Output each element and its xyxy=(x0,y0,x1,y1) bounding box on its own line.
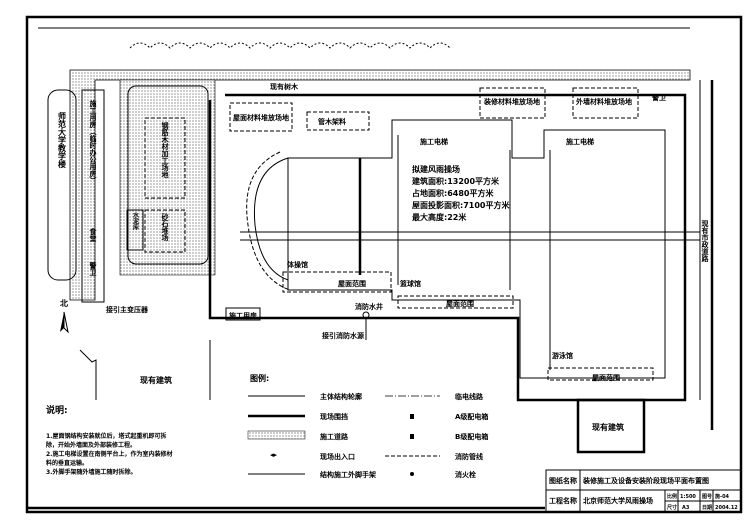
project-info-line: 占地面积:6480平方米 xyxy=(412,188,494,198)
roof-range-label-1: 屋面范围 xyxy=(338,279,366,288)
existing-building-right-label: 现有建筑 xyxy=(592,422,624,432)
decoration-material-yard xyxy=(479,87,546,119)
site-office xyxy=(225,307,261,321)
number-label: 图号 xyxy=(702,493,712,500)
title-block: 图纸名称 装修施工及设备安装阶段现场平面布置图 工程名称 北京师范大学风雨操场 … xyxy=(545,469,742,513)
gymnastics-hall-label: 体操馆 xyxy=(287,260,308,269)
project-info: 拟建风雨操场 建筑面积:13200平方米 占地面积:6480平方米 屋面投影面积… xyxy=(411,164,510,222)
guard-top-label: 警卫 xyxy=(652,93,666,102)
date-value: 2004.12 xyxy=(715,505,738,511)
existing-building-right xyxy=(576,398,646,454)
note-line: 料的垂直运输。 xyxy=(46,459,88,467)
temp-office-label: 施工用房（临时办公用房） xyxy=(89,99,98,184)
project-info-line: 拟建风雨操场 xyxy=(412,164,460,174)
roof-range-3 xyxy=(547,367,654,381)
project-info-line: 屋面投影面积:7100平方米 xyxy=(412,200,510,210)
legend-label: 临电线路 xyxy=(455,392,484,401)
project-info-line: 建筑面积:13200平方米 xyxy=(411,176,500,186)
fire-water-source-label: 接引消防水源 xyxy=(322,331,364,340)
site-office-label: 施工用房 xyxy=(229,311,257,320)
scale-value: 1:500 xyxy=(680,494,696,500)
construction-road xyxy=(69,69,691,301)
note-line: 1.屋面钢结构安装就位后，塔式起重机即可拆 xyxy=(46,432,166,440)
legend-label: 消防管线 xyxy=(455,452,483,461)
cement-store xyxy=(126,209,144,251)
facade-material-yard xyxy=(572,87,639,119)
roof-material-yard xyxy=(229,102,293,132)
gate-icon: ◂▸ xyxy=(270,451,278,459)
guard-left-label: 警卫 xyxy=(89,261,97,277)
teaching-building-label: 师范大学教学楼 xyxy=(57,111,67,169)
legend-label: 施工道路 xyxy=(320,432,349,441)
cement-store-label: 水泥库 xyxy=(132,211,139,231)
roof-range-1 xyxy=(282,271,392,293)
legend: 主体结构轮廓 现场围挡 施工道路 ◂▸ 现场出入口 结构施工外脚手架 临电线路 … xyxy=(247,392,488,479)
project-name: 北京师范大学风雨操场 xyxy=(583,496,653,505)
existing-trees-label: 现有树木 xyxy=(270,82,299,91)
legend-label: 结构施工外脚手架 xyxy=(319,470,376,479)
existing-trees xyxy=(129,42,451,49)
north-arrow-icon: 北 xyxy=(60,298,69,334)
scaffold-material-area xyxy=(306,111,370,131)
elevator-label-2: 施工电梯 xyxy=(566,137,594,146)
sand-yard-area xyxy=(144,209,186,253)
roof-range-label-2: 屋面范围 xyxy=(446,299,474,308)
drawing-name: 装修施工及设备安装阶段现场平面布置图 xyxy=(582,476,709,485)
notes-title: 说明: xyxy=(46,404,68,416)
facade-material-yard-label: 外墙材料堆放场地 xyxy=(576,97,632,106)
note-line: 除，开始外墙面及外部装修工程。 xyxy=(46,441,136,449)
size-value: A3 xyxy=(682,505,690,511)
roof-range-label-3: 屋面范围 xyxy=(592,373,620,382)
legend-label: 现场围挡 xyxy=(320,412,348,421)
legend-label: 消火栓 xyxy=(455,470,476,479)
decoration-material-yard-label: 装修材料堆放场地 xyxy=(483,97,540,106)
canteen-label: 食堂 xyxy=(89,227,98,243)
north-label: 北 xyxy=(60,298,68,308)
roof-range-2 xyxy=(397,295,514,309)
legend-title: 图例: xyxy=(250,373,269,383)
size-label: 尺寸 xyxy=(667,504,677,511)
legend-label: A级配电箱 xyxy=(455,412,488,421)
project-info-line: 最大高度:22米 xyxy=(412,212,467,222)
processing-yard-area xyxy=(144,117,186,199)
existing-building-left xyxy=(79,340,211,400)
roof-material-yard-label: 屋面材料堆放场地 xyxy=(233,113,289,122)
note-line: 3.外脚手架随外墙施工随时拆除。 xyxy=(46,468,136,476)
number-value: 施-04 xyxy=(714,493,730,500)
drawing-name-label: 图纸名称 xyxy=(549,476,577,485)
processing-yard-label: 钢筋木材加工场地 xyxy=(161,121,170,179)
right-road-label: 现有市政道路 xyxy=(701,219,710,263)
teaching-building xyxy=(47,89,77,281)
processing-compound xyxy=(127,85,209,265)
basketball-hall-label: 篮球馆 xyxy=(399,279,421,288)
temp-office-strip xyxy=(81,89,105,303)
transformer-label: 接引主变压器 xyxy=(106,305,149,314)
scaffold-material-label: 管木架料 xyxy=(318,117,346,126)
project-name-label: 工程名称 xyxy=(549,496,577,505)
existing-building-left-label: 现有建筑 xyxy=(140,375,172,385)
elevator-label-1: 施工电梯 xyxy=(420,137,448,146)
notes-body: 1.屋面钢结构安装就位后，塔式起重机即可拆 除，开始外墙面及外部装修工程。 2.… xyxy=(46,432,172,476)
drawing-frame xyxy=(25,15,743,514)
date-label: 日期 xyxy=(702,504,712,511)
sand-yard-label: 砂石堆场 xyxy=(161,212,170,242)
legend-label: 现场出入口 xyxy=(320,452,355,461)
swimming-hall-label: 游泳馆 xyxy=(552,351,573,360)
legend-label: B级配电箱 xyxy=(455,432,488,441)
site-fence xyxy=(208,93,687,402)
scale-label: 比例 xyxy=(667,493,677,500)
fire-well-label: 消防水井 xyxy=(355,302,383,311)
main-structure xyxy=(240,119,700,379)
note-line: 2.施工电梯设置在南侧平台上，作为室内装修材 xyxy=(46,450,172,458)
legend-label: 主体结构轮廓 xyxy=(320,392,362,401)
